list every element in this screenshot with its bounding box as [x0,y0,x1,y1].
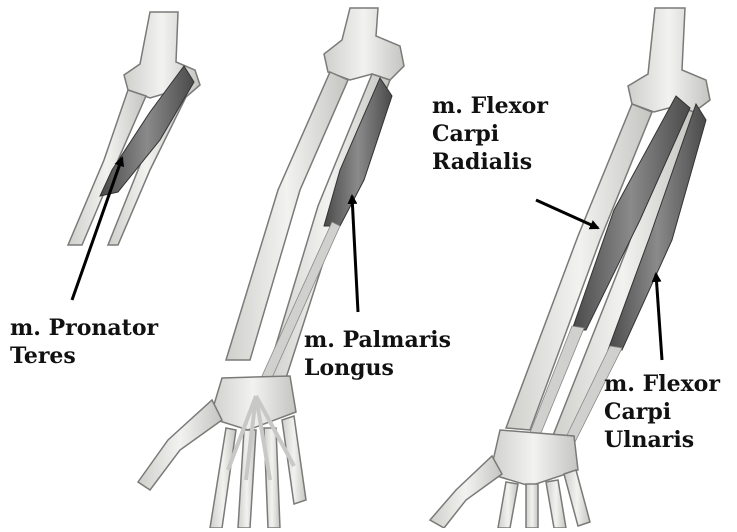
label-pronator-teres-line2: Teres [10,342,158,370]
arrow-flexor-carpi-ulnaris [656,274,662,360]
label-flexor-carpi-radialis-line1: m. Flexor [432,92,548,120]
label-flexor-carpi-radialis-line2: Carpi [432,120,548,148]
label-flexor-carpi-radialis: m. Flexor Carpi Radialis [432,92,548,176]
label-flexor-carpi-ulnaris-line1: m. Flexor [604,370,720,398]
label-flexor-carpi-ulnaris: m. Flexor Carpi Ulnaris [604,370,720,454]
label-palmaris-longus-line1: m. Palmaris [304,326,451,354]
arrow-palmaris-longus [352,196,358,312]
label-palmaris-longus-line2: Longus [304,354,451,382]
label-palmaris-longus: m. Palmaris Longus [304,326,451,382]
left-arm-illustration [68,12,200,245]
label-flexor-carpi-ulnaris-line2: Carpi [604,398,720,426]
label-flexor-carpi-radialis-line3: Radialis [432,148,548,176]
label-pronator-teres-line1: m. Pronator [10,314,158,342]
label-flexor-carpi-ulnaris-line3: Ulnaris [604,426,720,454]
label-pronator-teres: m. Pronator Teres [10,314,158,370]
